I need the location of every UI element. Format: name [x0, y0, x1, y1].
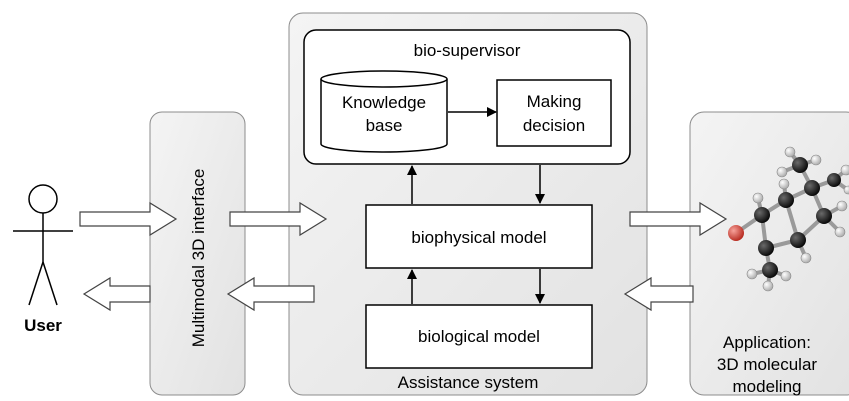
assistance-to-interface-arrow: [226, 276, 315, 312]
assistance-system-label: Assistance system: [398, 373, 539, 392]
making-decision-box: [496, 79, 612, 147]
biological-model-box: [365, 304, 593, 369]
block-arrows: [79, 201, 728, 312]
interface-panel: [149, 111, 246, 396]
biophysical-model-box: [365, 204, 593, 269]
knowledge-base-line1: Knowledge: [342, 93, 426, 112]
knowledge-base-cylinder: [320, 70, 448, 153]
bio-supervisor-label: bio-supervisor: [414, 41, 521, 60]
knowledge-base-line2: base: [366, 116, 403, 135]
biophysical-model-label: biophysical model: [411, 228, 546, 247]
application-line3: modeling: [733, 377, 802, 396]
user-head: [28, 184, 58, 214]
application-line1: Application:: [723, 333, 811, 352]
user-to-interface-arrow: [79, 201, 178, 237]
user-figure: [13, 184, 73, 306]
interface-to-user-arrow: [82, 276, 151, 312]
user-label: User: [24, 316, 62, 335]
making-decision-line1: Making: [527, 92, 582, 111]
application-line2: 3D molecular: [717, 355, 817, 374]
molecule-hydrogen-atoms: [746, 146, 849, 292]
assistance-to-application-arrow: [629, 201, 728, 237]
molecule-model: [728, 146, 849, 292]
biological-model-label: biological model: [418, 327, 540, 346]
interface-to-assistance-arrow: [229, 201, 328, 237]
molecule-carbon-atoms: [754, 157, 841, 278]
molecule-oxygen-atom: [728, 225, 744, 241]
making-decision-line2: decision: [523, 116, 585, 135]
interface-label: Multimodal 3D interface: [189, 169, 208, 348]
application-to-assistance-arrow: [623, 276, 694, 312]
